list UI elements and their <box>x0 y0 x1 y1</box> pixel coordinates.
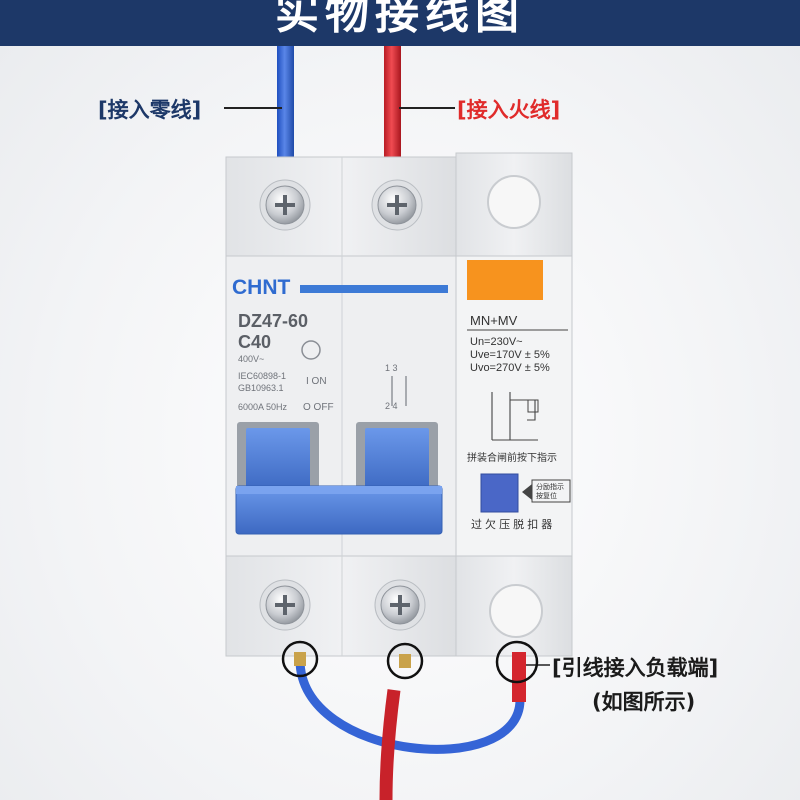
wiring-schematic <box>491 392 538 441</box>
neutral-wire-in <box>277 46 294 166</box>
standard-iec: IEC60898-1 <box>238 371 286 381</box>
standard-gb: GB10963.1 <box>238 383 284 393</box>
model-number: DZ47-60 <box>238 311 308 331</box>
voltage-rating: 400V~ <box>238 354 264 364</box>
load-neutral-loop <box>295 659 525 754</box>
terminal-screw-top-2 <box>371 179 423 231</box>
terminal-numbers-top: 1 3 <box>385 363 398 373</box>
voltage-protector-module: MN+MV Un=230V~ Uve=170V ± 5% Uvo=270V ± … <box>455 152 573 657</box>
off-label: O OFF <box>303 402 334 413</box>
terminal-lug-1 <box>294 652 306 666</box>
spec-rated-voltage: Un=230V~ <box>470 336 523 348</box>
terminal-screw-bottom-1 <box>259 579 311 631</box>
load-live-loop <box>379 689 401 800</box>
live-wire-in <box>384 46 401 166</box>
load-live-lead <box>512 652 526 702</box>
breaker-handle[interactable] <box>235 422 443 535</box>
terminal-screw-bottom-2 <box>374 579 426 631</box>
indicator-label-1: 分励指示 <box>536 482 564 491</box>
title-banner: 实物接线图 <box>0 0 800 46</box>
brand-logo: CHNT <box>232 276 290 299</box>
highlight-circle-3 <box>495 640 539 684</box>
spec-overvoltage: Uvo=270V ± 5% <box>470 362 550 374</box>
assembly-instruction: 拼装合闸前按下指示 <box>467 451 557 464</box>
circuit-symbol <box>391 376 407 406</box>
current-rating: C40 <box>238 332 271 352</box>
banner-title: 实物接线图 <box>275 0 525 39</box>
indicator-arrow <box>522 484 532 500</box>
breaker-2p: CHNT DZ47-60 C40 400V~ IEC60898-1 GB1096… <box>225 156 459 657</box>
highlight-circle-2 <box>386 642 424 680</box>
indicator-label-2: 按复位 <box>536 491 557 500</box>
terminal-screw-top-1 <box>259 179 311 231</box>
terminal-port-bottom <box>489 584 543 638</box>
terminal-numbers-bottom: 2 4 <box>385 401 398 411</box>
on-label: I ON <box>306 376 327 387</box>
neutral-in-label: [接入零线] <box>98 98 202 122</box>
breaking-capacity: 6000A 50Hz <box>238 402 288 412</box>
load-note-label: (如图所示) <box>592 690 696 714</box>
terminal-lug-2 <box>399 654 411 668</box>
orange-test-button[interactable] <box>467 260 543 300</box>
live-in-label: [接入火线] <box>457 98 561 122</box>
spec-undervoltage: Uve=170V ± 5% <box>470 349 550 361</box>
protector-name: 过 欠 压 脱 扣 器 <box>471 517 552 531</box>
reset-indicator-button[interactable] <box>480 473 519 513</box>
load-out-label: [引线接入负载端] <box>552 656 719 680</box>
protector-model: MN+MV <box>470 313 518 328</box>
terminal-port-top <box>487 175 541 229</box>
highlight-circle-1 <box>281 640 319 678</box>
ccc-mark <box>301 340 321 360</box>
